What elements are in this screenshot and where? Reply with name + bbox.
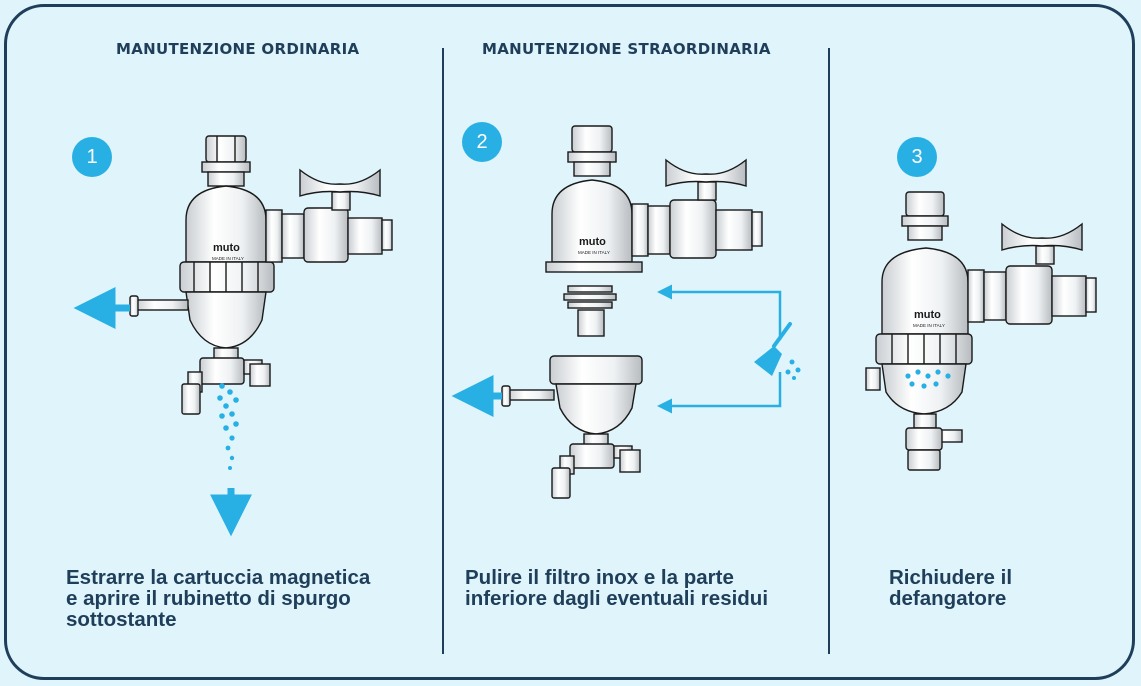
caption-step-3: Richiudere il defangatore [889, 567, 1012, 609]
cleaning-arrow-top [657, 284, 782, 340]
brush-icon [754, 322, 801, 380]
origin-mark-2: MADE IN ITALY [578, 250, 610, 255]
caption-1-line-3: sottostante [66, 608, 177, 631]
cleaning-arrow-bottom [657, 372, 782, 414]
device-step-1 [129, 135, 393, 415]
step-2-badge: 2 [462, 122, 502, 162]
origin-mark-3: MADE IN ITALY [913, 323, 945, 328]
section-divider-1 [442, 48, 444, 654]
caption-2-line-2: inferiore dagli eventuali residui [465, 587, 769, 610]
debris-dots-3 [905, 369, 951, 389]
device-step-3 [865, 191, 1097, 471]
device-step-2 [501, 125, 763, 499]
caption-step-1: Estrarre la cartuccia magnetica e aprire… [66, 567, 370, 630]
heading-extraordinary-maintenance: MANUTENZIONE STRAORDINARIA [482, 40, 771, 58]
section-divider-2 [828, 48, 830, 654]
step-3-badge: 3 [897, 137, 937, 177]
caption-2-line-1: Pulire il filtro inox e la parte [465, 566, 734, 589]
brand-logo-3: muto [914, 309, 941, 321]
step-1-badge: 1 [72, 137, 112, 177]
caption-3-line-1: Richiudere il [889, 566, 1013, 589]
brand-logo-1: muto [213, 242, 240, 254]
origin-mark-1: MADE IN ITALY [212, 256, 244, 261]
debris-dots-1 [217, 383, 239, 470]
caption-step-2: Pulire il filtro inox e la parte inferio… [465, 567, 768, 609]
caption-1-line-2: e aprire il rubinetto di spurgo [66, 587, 351, 610]
caption-3-line-2: defangatore [889, 587, 1007, 610]
caption-1-line-1: Estrarre la cartuccia magnetica [66, 566, 371, 589]
heading-ordinary-maintenance: MANUTENZIONE ORDINARIA [116, 40, 360, 58]
brand-logo-2: muto [579, 236, 606, 248]
